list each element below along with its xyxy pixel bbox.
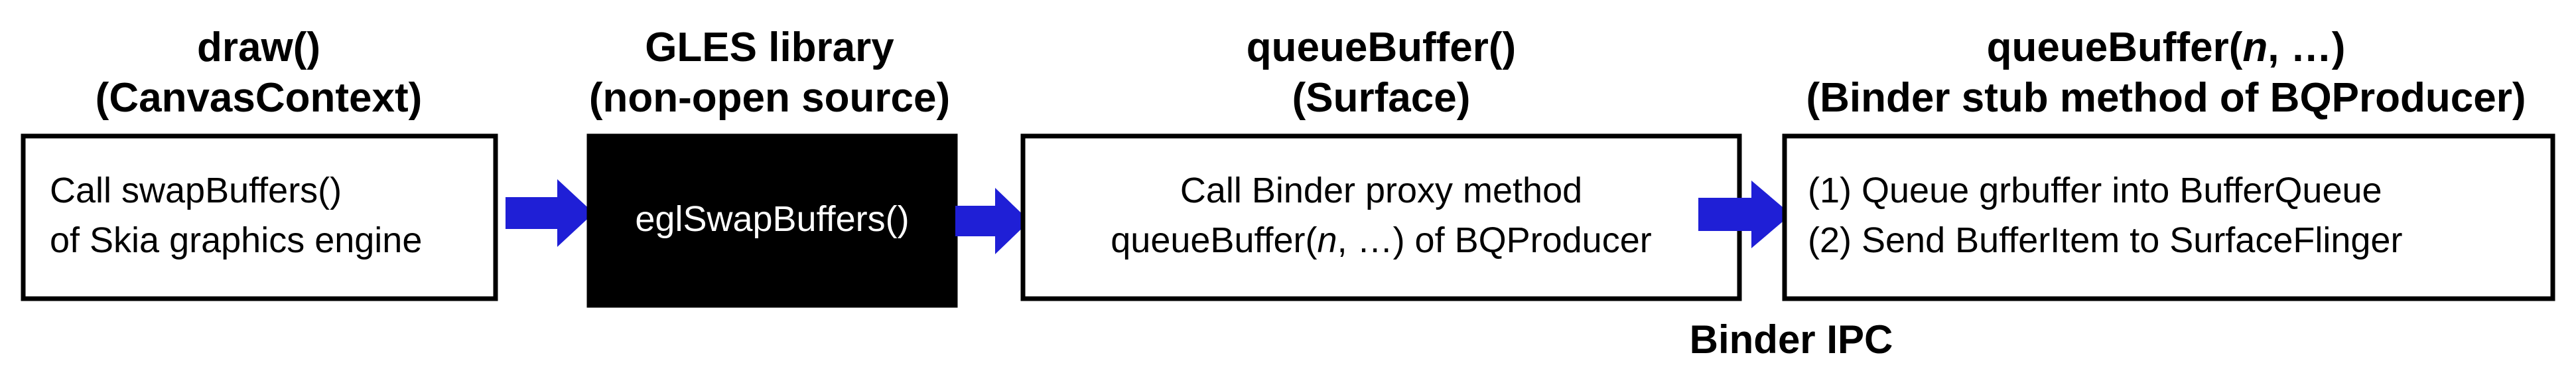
stage-binder-stub-heading-line1: queueBuffer(n, …): [1987, 25, 2346, 70]
stage-gles-heading-line1: GLES library: [645, 25, 894, 70]
stage-draw-heading-line2: (CanvasContext): [96, 75, 423, 121]
stage-draw: draw() (CanvasContext) Call swapBuffers(…: [21, 25, 498, 301]
stage-surface-text-line1: Call Binder proxy method: [1180, 171, 1582, 210]
stage-surface-heading-line1: queueBuffer(): [1247, 25, 1516, 70]
stage-draw-box: [21, 133, 498, 301]
stage-gles-heading-line2: (non-open source): [589, 75, 950, 121]
arrow-gles-to-surface: [955, 188, 1030, 254]
stage-binder-stub-heading-line2: (Binder stub method of BQProducer): [1806, 75, 2526, 121]
stage-draw-text-line2: of Skia graphics engine: [50, 220, 422, 260]
stage-gles-text-line1: eglSwapBuffers(): [635, 199, 909, 239]
stage-gles: GLES library (non-open source) eglSwapBu…: [586, 25, 958, 308]
binder-ipc-label: Binder IPC: [1690, 317, 1893, 362]
stage-binder-stub: queueBuffer(n, …) (Binder stub method of…: [1782, 25, 2555, 301]
stage-draw-heading-line1: draw(): [197, 25, 320, 70]
arrow-surface-to-stub: [1698, 181, 1791, 248]
stage-binder-stub-box: [1782, 133, 2555, 301]
stage-surface-box: [1020, 133, 1742, 301]
stage-draw-text-line1: Call swapBuffers(): [50, 171, 342, 210]
stage-binder-stub-text-line2: (2) Send BufferItem to SurfaceFlinger: [1808, 220, 2402, 260]
stage-surface-heading-line2: (Surface): [1292, 75, 1471, 121]
stage-binder-stub-text-line1: (1) Queue grbuffer into BufferQueue: [1808, 171, 2382, 210]
stage-gles-box: [586, 133, 958, 308]
stage-surface: queueBuffer() (Surface) Call Binder prox…: [1020, 25, 1742, 301]
stage-surface-text-line2: queueBuffer(n, …) of BQProducer: [1111, 220, 1651, 260]
arrow-draw-to-gles: [506, 179, 594, 247]
